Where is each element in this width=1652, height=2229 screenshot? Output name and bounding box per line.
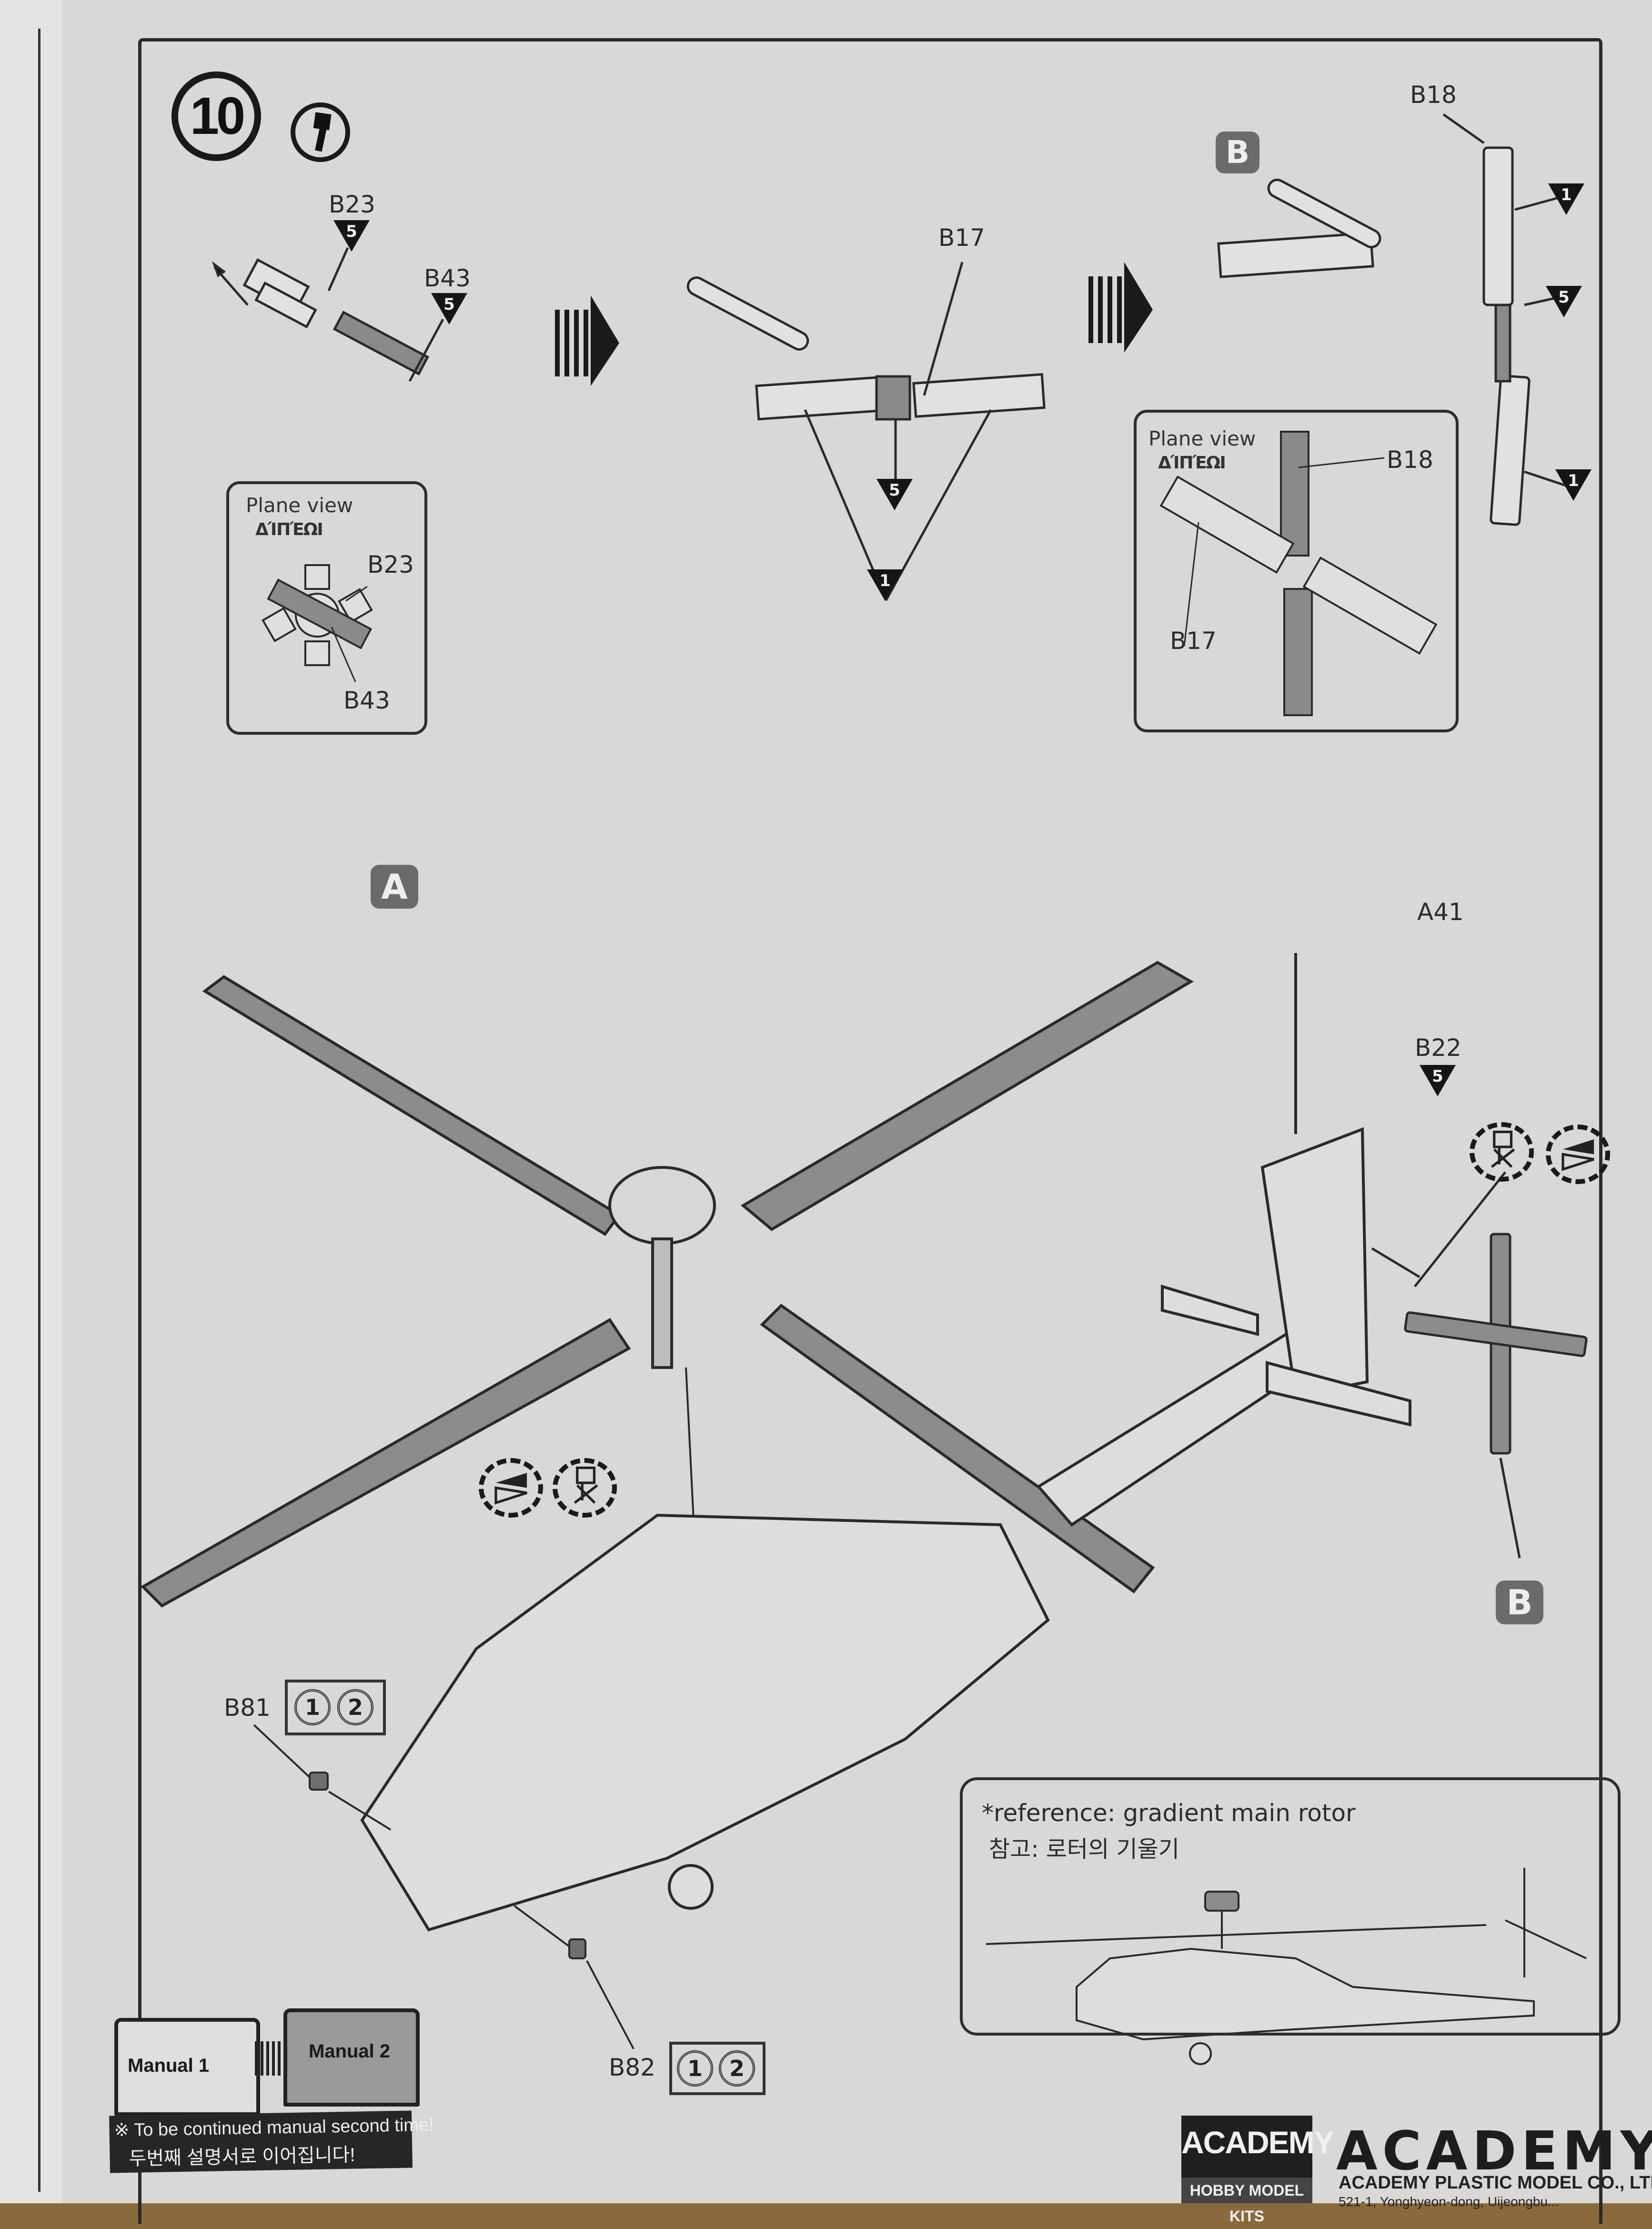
part-label-b81: B81 <box>224 1694 271 1722</box>
plane-view-subtitle: ΔΊΠΈΩΙ <box>255 520 323 539</box>
paint-code-b22: 5 <box>1420 1065 1456 1096</box>
plane-view-part-b17: B17 <box>1170 627 1217 655</box>
option-box-b81: 1 2 <box>285 1680 386 1735</box>
paint-code-b23: 5 <box>333 220 370 252</box>
option-2-icon: 2 <box>337 1689 373 1725</box>
option-1-icon-b82: 1 <box>677 2050 713 2087</box>
previous-page-edge <box>0 0 65 2203</box>
previous-page-rule <box>0 29 40 2192</box>
paint-code-5-mid-value: 5 <box>1558 288 1570 307</box>
paint-code-1-value: 1 <box>879 571 891 590</box>
paint-code-1-top-value: 1 <box>1561 185 1572 204</box>
paint-direction-icon-2 <box>479 1458 543 1518</box>
option-2-icon-b82: 2 <box>719 2050 755 2087</box>
paint-code-1: 1 <box>867 569 903 601</box>
paint-code-1-bottom-value: 1 <box>1568 471 1579 490</box>
reference-title: *reference: gradient main rotor <box>982 1799 1356 1827</box>
paint-code-1-bottom: 1 <box>1555 469 1592 501</box>
company-address: 521-1, Yonghyeon-dong, Uijeongbu... <box>1339 2194 1559 2209</box>
plane-view-part-b18: B18 <box>1387 446 1433 474</box>
part-label-b82: B82 <box>609 2054 655 2081</box>
step-number: 10 <box>190 87 245 145</box>
reference-box: *reference: gradient main rotor 참고: 로터의 … <box>960 1777 1621 2036</box>
manual-continued-banner: ※ To be continued manual second time! 두번… <box>109 2110 434 2173</box>
option-box-b82: 1 2 <box>669 2042 766 2095</box>
plane-view-title-2: Plane view <box>1148 427 1256 450</box>
part-label-b18: B18 <box>1410 81 1457 109</box>
academy-logo-box: ACADEMY HOBBY MODEL KITS <box>1181 2116 1335 2225</box>
manual-notice-line-1: ※ To be continued manual second time! <box>114 2115 434 2141</box>
paint-code-5-value: 5 <box>889 481 900 500</box>
plane-view-hub-drawing <box>262 564 373 682</box>
no-glue-icon-2 <box>553 1458 617 1518</box>
part-label-b17: B17 <box>938 224 985 252</box>
paint-code-5-mid: 5 <box>1546 286 1582 317</box>
paint-code-b43: 5 <box>431 293 467 324</box>
glue-icon <box>291 102 350 162</box>
subassembly-badge-b: B <box>1216 132 1259 173</box>
manual-2-book: Manual 2 <box>283 2008 420 2107</box>
plane-view-part-b23: B23 <box>367 551 414 578</box>
no-glue-icon <box>1470 1122 1534 1182</box>
plane-view-part-b43: B43 <box>343 687 390 714</box>
page-frame <box>138 38 1602 2224</box>
manual-1-label: Manual 1 <box>128 2055 210 2076</box>
academy-logo-box-bottom: HOBBY MODEL KITS <box>1181 2178 1312 2225</box>
plane-view-rotor-drawing <box>1159 431 1438 716</box>
manual-2-label: Manual 2 <box>309 2041 391 2062</box>
part-label-a41: A41 <box>1417 898 1464 926</box>
main-rotor-badge-a: A <box>371 865 418 909</box>
tail-rotor-badge-b: B <box>1496 1581 1543 1624</box>
paint-code-1-top: 1 <box>1548 183 1584 215</box>
step-number-badge: 10 <box>171 71 261 161</box>
academy-wordmark: ACADEMY <box>1336 2120 1652 2182</box>
paint-code-b22-value: 5 <box>1432 1067 1443 1086</box>
paint-code-b23-value: 5 <box>346 222 357 241</box>
option-1-icon: 1 <box>294 1689 331 1725</box>
part-label-b23: B23 <box>329 191 375 218</box>
company-name: ACADEMY PLASTIC MODEL CO., LTD. <box>1339 2173 1652 2193</box>
academy-logo-box-top: ACADEMY <box>1181 2125 1335 2160</box>
manual-1-book: Manual 1 <box>114 2018 260 2116</box>
part-label-b43: B43 <box>424 264 471 292</box>
paint-direction-icon <box>1546 1125 1610 1184</box>
part-label-b22: B22 <box>1415 1034 1461 1062</box>
reference-subtitle: 참고: 로터의 기울기 <box>989 1836 1179 1863</box>
paint-code-b43-value: 5 <box>443 295 455 314</box>
plane-view-box-1: Plane view ΔΊΠΈΩΙ B23 B43 <box>226 481 427 735</box>
paint-code-5: 5 <box>876 479 913 510</box>
plane-view-title: Plane view <box>246 494 353 517</box>
manual-notice-line-2: 두번째 설명서로 이어집니다! <box>129 2144 355 2169</box>
plane-view-box-2: Plane view ΔΊΠΈΩΙ B18 B17 <box>1134 410 1459 732</box>
plane-view-subtitle-2: ΔΊΠΈΩΙ <box>1158 453 1226 473</box>
